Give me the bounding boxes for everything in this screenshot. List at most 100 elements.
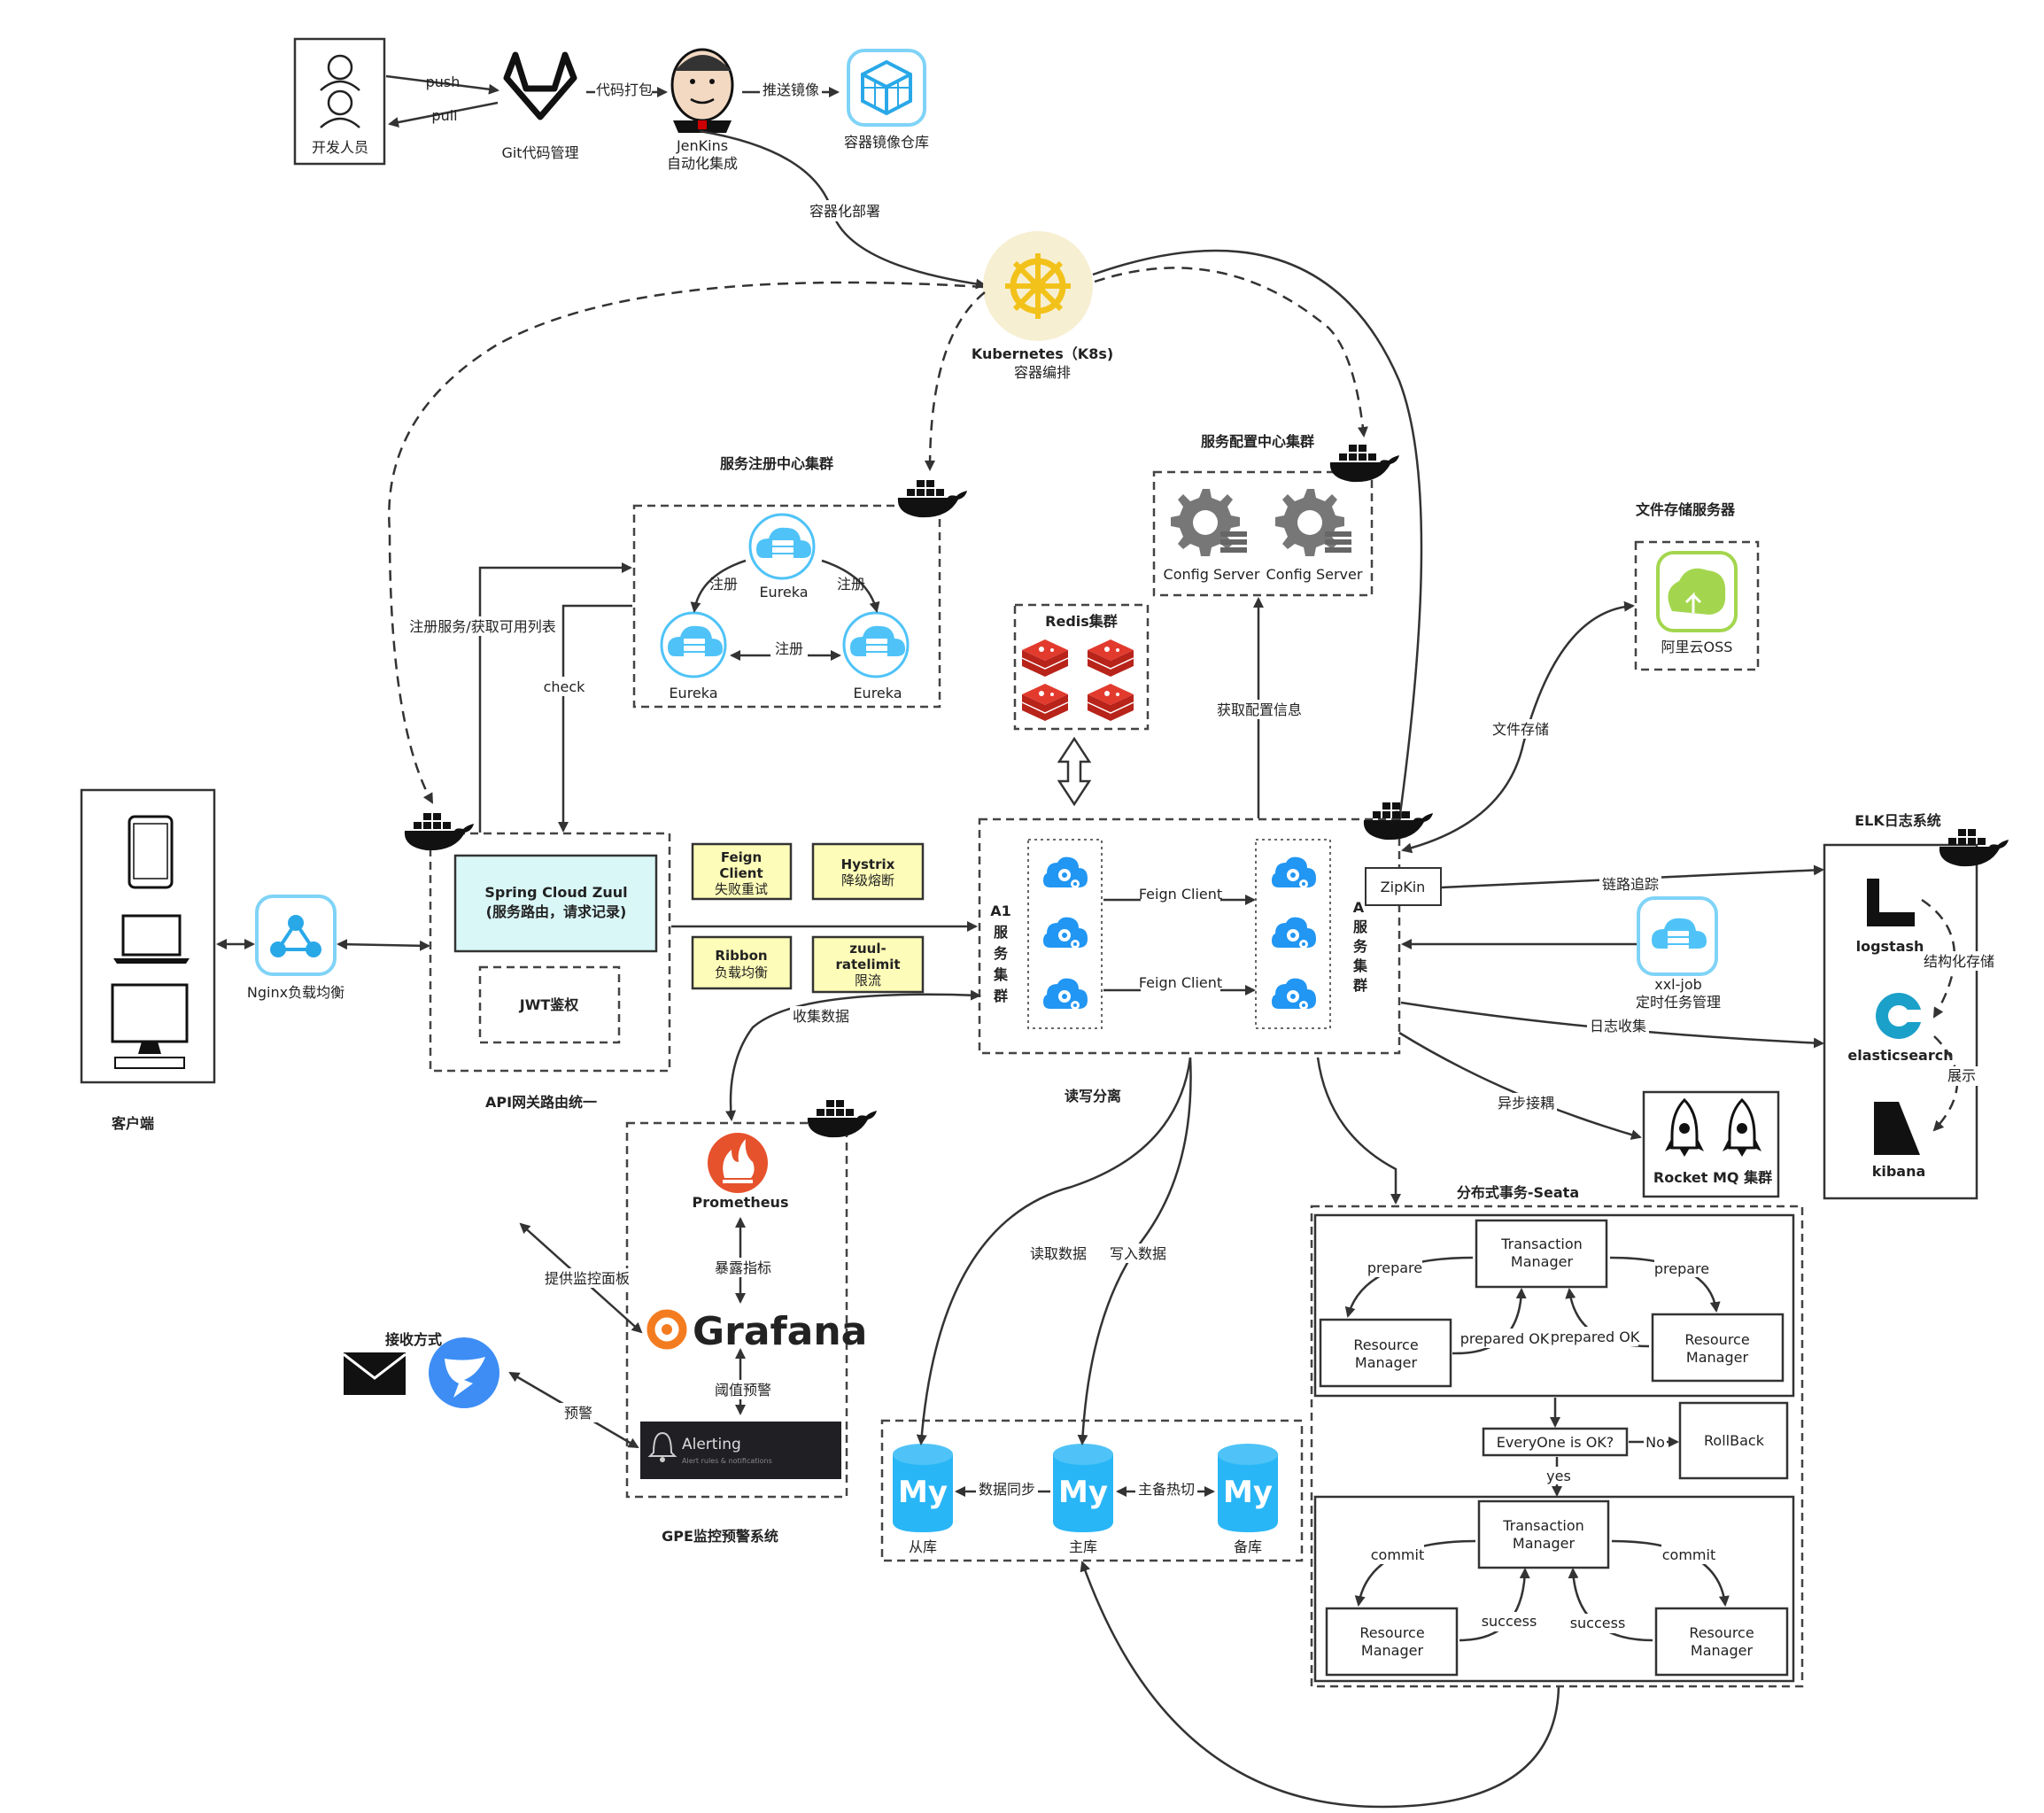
laptop-icon xyxy=(113,914,190,964)
alerting-label: Alerting xyxy=(682,1436,741,1453)
no-label: No xyxy=(1645,1434,1665,1451)
commit-label-right: commit xyxy=(1662,1546,1715,1563)
zuul-label-1: Spring Cloud Zuul xyxy=(484,884,627,901)
bell-icon xyxy=(647,1431,677,1462)
ratelimit-note-3: 限流 xyxy=(855,972,881,988)
zuul-ratelimit-note: zuul- ratelimit 限流 xyxy=(811,935,925,994)
jenkins-label-1: JenKins xyxy=(676,137,728,154)
display-label: 展示 xyxy=(1947,1067,1976,1084)
elk-title: ELK日志系统 xyxy=(1854,812,1941,829)
grafana-icon xyxy=(646,1309,687,1350)
a2-char-1: 服 xyxy=(1353,918,1368,935)
rm-commit-left-2: Manager xyxy=(1361,1642,1424,1659)
alerting-node: Alerting Alert rules & notifications xyxy=(640,1422,841,1479)
mysql-master-label: 主库 xyxy=(1069,1538,1097,1555)
yes-label: yes xyxy=(1546,1468,1571,1484)
register-edge-left xyxy=(690,559,747,613)
docker-whale-icon xyxy=(897,480,967,518)
docker-whale-icon xyxy=(1329,445,1399,483)
rm-prepare-right-2: Manager xyxy=(1686,1349,1749,1366)
structured-store-edge xyxy=(1921,898,1956,1019)
elasticsearch-node: elasticsearch xyxy=(1847,993,1954,1064)
config-server-label-1: Config Server xyxy=(1164,566,1260,583)
docker-whale-icon xyxy=(807,1100,877,1138)
client-box xyxy=(80,788,216,1084)
git-label: Git代码管理 xyxy=(501,144,578,161)
prometheus-node: Prometheus xyxy=(693,1133,789,1211)
ribbon-note-1: Ribbon xyxy=(715,948,767,964)
rm-commit-right-2: Manager xyxy=(1691,1642,1754,1659)
git-node: Git代码管理 xyxy=(501,51,579,161)
write-data-label: 写入数据 xyxy=(1110,1245,1166,1262)
eureka-node-top: Eureka xyxy=(748,513,816,600)
alert-label: 预警 xyxy=(564,1405,592,1422)
share-icon xyxy=(270,915,321,957)
hystrix-note-2: 降级熔断 xyxy=(841,872,894,888)
xxljob-node: xxl-job 定时任务管理 xyxy=(1636,896,1721,1011)
tm-prepare-2: Manager xyxy=(1511,1253,1574,1270)
register-label-left: 注册 xyxy=(709,576,738,593)
monitor-icon xyxy=(111,983,189,1069)
logstash-node: logstash xyxy=(1856,879,1924,955)
receive-label: 接收方式 xyxy=(385,1331,442,1348)
service-cluster-box xyxy=(978,817,1401,1055)
prepared-ok-label-right: prepared OK xyxy=(1551,1329,1640,1345)
hystrix-note: Hystrix 降级熔断 xyxy=(811,842,925,901)
tm-commit: Transaction Manager xyxy=(1477,1499,1610,1569)
jwt-box xyxy=(478,965,621,1044)
hystrix-note-1: Hystrix xyxy=(841,856,895,872)
logstash-label: logstash xyxy=(1856,938,1924,955)
tm-prepare-1: Transaction xyxy=(1500,1236,1583,1252)
push-image-label: 推送镜像 xyxy=(763,81,819,98)
eureka-cluster-title: 服务注册中心集群 xyxy=(720,455,833,472)
ratelimit-note-2: ratelimit xyxy=(835,957,900,972)
rm-prepare-right-1: Resource xyxy=(1684,1331,1749,1348)
feign-client-label-2: Feign Client xyxy=(1139,974,1222,991)
tm-commit-2: Manager xyxy=(1513,1535,1576,1552)
file-store-label: 文件存储 xyxy=(1492,721,1549,738)
a1-char-0: A1 xyxy=(990,903,1011,919)
dashboard-label: 提供监控面板 xyxy=(545,1270,630,1287)
read-data-label: 读取数据 xyxy=(1030,1245,1087,1262)
package-label: 代码打包 xyxy=(596,81,653,98)
a1-cluster-label: A1 服 务 集 群 xyxy=(990,903,1011,1004)
kibana-label: kibana xyxy=(1872,1163,1926,1180)
prometheus-label: Prometheus xyxy=(693,1194,789,1211)
mysql-backup-label: 备库 xyxy=(1234,1538,1262,1555)
k8s-node: Kubernetes（K8s) 容器编排 xyxy=(972,231,1113,381)
gitlab-fox-icon xyxy=(503,51,577,120)
k8s-to-config-edge xyxy=(1094,267,1368,438)
grafana-label: Grafana xyxy=(693,1309,867,1354)
xxljob-label-1: xxl-job xyxy=(1654,976,1702,993)
feign-note-3: 失败重试 xyxy=(715,881,768,897)
k8s-to-gateway-edge xyxy=(388,281,984,804)
zipkin-box xyxy=(1365,867,1442,906)
file-store-edge xyxy=(1401,600,1635,854)
envelope-icon xyxy=(343,1352,406,1395)
k8s-label-2: 容器编排 xyxy=(1014,364,1071,381)
success-label-right: success xyxy=(1570,1615,1626,1631)
rm-commit-right-1: Resource xyxy=(1689,1624,1754,1641)
eureka-node-right: Eureka xyxy=(842,611,910,701)
rm-commit-left: Resource Manager xyxy=(1325,1607,1459,1677)
seata-to-master-edge xyxy=(1080,1561,1560,1809)
register-label-bottom: 注册 xyxy=(775,640,803,657)
jwt-label: JWT鉴权 xyxy=(519,996,580,1013)
data-sync-label: 数据同步 xyxy=(979,1481,1035,1498)
mysql-logo: My xyxy=(1223,1475,1273,1510)
register-list-edge xyxy=(478,562,632,833)
helm-wheel-icon xyxy=(1005,253,1071,319)
rw-split-label: 读写分离 xyxy=(1065,1088,1121,1104)
eureka-label-right: Eureka xyxy=(853,685,902,701)
seata-edge xyxy=(1316,1057,1401,1205)
file-storage-title: 文件存储服务器 xyxy=(1636,501,1736,518)
rm-prepare-left: Resource Manager xyxy=(1319,1318,1452,1388)
pull-label: pull xyxy=(431,107,457,124)
mysql-slave: My 从库 xyxy=(893,1444,953,1555)
ribbon-note-2: 负载均衡 xyxy=(715,965,768,980)
write-data-edge xyxy=(1077,1057,1192,1445)
grafana-node: Grafana xyxy=(646,1309,867,1354)
logstash-icon xyxy=(1867,879,1915,926)
feign-note: Feign Client 失败重试 xyxy=(691,842,793,901)
